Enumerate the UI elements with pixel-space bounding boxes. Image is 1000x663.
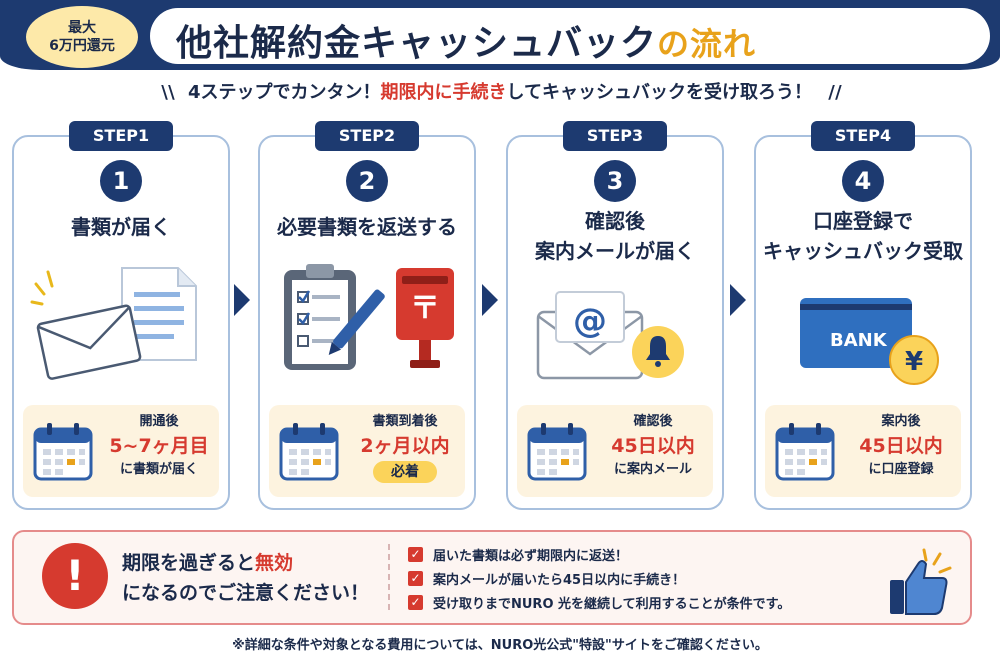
step4-info-main: 45日以内 — [859, 435, 943, 457]
step2-info-main: 2ヶ月以内 — [360, 435, 450, 457]
step1-number: 1 — [100, 160, 142, 202]
bank-card-yen-icon: BANK ¥ — [800, 298, 939, 385]
step4-number: 4 — [842, 160, 884, 202]
step3-tag: STEP3 — [563, 121, 667, 151]
bank-label: BANK — [830, 330, 888, 351]
step1-info-top: 開通後 — [139, 414, 179, 429]
step3-number: 3 — [594, 160, 636, 202]
checkbox-checked-icon: ✓ — [408, 594, 423, 610]
calendar-icon — [279, 423, 339, 481]
step4-info-text: 案内後 45日以内 に口座登録 — [845, 411, 957, 481]
step4-tag: STEP4 — [811, 121, 915, 151]
check-item: ✓ 届いた書類は必ず期限内に返送！ — [408, 542, 878, 566]
right-sparkle-icon: / / — [828, 82, 842, 103]
step2-info-top: 書類到着後 — [372, 414, 438, 429]
title-accent: の流れ — [657, 25, 757, 63]
calendar-icon — [775, 423, 835, 481]
step1-info-box: 開通後 5~7ヶ月目 に書類が届く — [23, 405, 219, 497]
badge-line1: 最大 — [68, 20, 96, 36]
step-arrow-icon — [730, 284, 746, 316]
calendar-icon — [33, 423, 93, 481]
check-item-text: 受け取りまでNURO 光を継続して利用することが条件です。 — [433, 596, 791, 612]
step4-info-box: 案内後 45日以内 に口座登録 — [765, 405, 961, 497]
subtitle-part1: 4ステップでカンタン！ — [188, 82, 381, 103]
step4-title-line2: キャッシュバック受取 — [763, 239, 963, 263]
warning-icon: ! — [42, 543, 108, 609]
step2-info-box: 書類到着後 2ヶ月以内 必着 — [269, 405, 465, 497]
step2-tag: STEP2 — [315, 121, 419, 151]
checkbox-checked-icon: ✓ — [408, 546, 423, 562]
step3-info-box: 確認後 45日以内 に案内メール — [517, 405, 713, 497]
step4-title-line1: 口座登録で — [813, 209, 913, 233]
calendar-icon — [527, 423, 587, 481]
step1-tag: STEP1 — [69, 121, 173, 151]
step3-title-line1: 確認後 — [585, 209, 645, 233]
warning-line2: になるのでご注意ください！ — [122, 582, 370, 604]
step4-info-top: 案内後 — [881, 414, 921, 429]
max-refund-badge: 最大 6万円還元 — [26, 6, 138, 68]
warning-text: 期限を過ぎると無効 になるのでご注意ください！ — [122, 548, 382, 608]
badge-line2: 6万円還元 — [49, 38, 115, 54]
step1-info-main: 5~7ヶ月目 — [109, 435, 209, 457]
step2-number: 2 — [346, 160, 388, 202]
svg-text:〒: 〒 — [410, 291, 440, 326]
step-arrow-icon — [482, 284, 498, 316]
subtitle-part2: してキャッシュバックを受け取ろう！ — [506, 82, 812, 103]
checkbox-checked-icon: ✓ — [408, 570, 423, 586]
svg-text:@: @ — [573, 301, 607, 341]
page-title: 他社解約金キャッシュバックの流れ — [176, 14, 756, 64]
check-list: ✓ 届いた書類は必ず期限内に返送！ ✓ 案内メールが届いたら45日以内に手続き！… — [408, 542, 878, 614]
step3-info-text: 確認後 45日以内 に案内メール — [597, 411, 709, 481]
subtitle-highlight: 期限内に手続き — [380, 82, 507, 103]
warning-box — [12, 530, 972, 625]
subtitle: \ \ 4ステップでカンタン！期限内に手続きしてキャッシュバックを受け取ろう！ … — [0, 78, 1000, 106]
step1-title: 書類が届く — [12, 212, 230, 242]
step1-info-bottom: に書類が届く — [119, 462, 198, 477]
step3-title-line2: 案内メールが届く — [535, 239, 695, 263]
step3-title: 確認後 案内メールが届く — [506, 206, 724, 266]
step4-title: 口座登録で キャッシュバック受取 — [754, 206, 972, 266]
envelope-document-icon — [30, 267, 197, 380]
step1-title-line1: 書類が届く — [71, 215, 171, 239]
step1-info-text: 開通後 5~7ヶ月目 に書類が届く — [103, 411, 215, 481]
must-arrive-badge: 必着 — [373, 461, 437, 483]
step-arrow-icon — [234, 284, 250, 316]
clipboard-mailbox-icon: 〒 — [284, 264, 454, 370]
step3-info-bottom: に案内メール — [613, 462, 692, 477]
step2-title-line1: 必要書類を返送する — [277, 215, 457, 239]
step4-info-bottom: に口座登録 — [868, 462, 934, 477]
footnote: ※詳細な条件や対象となる費用については、NURO光公式"特設"サイトをご確認くだ… — [232, 638, 768, 653]
title-main: 他社解約金キャッシュバック — [176, 23, 658, 64]
check-item: ✓ 受け取りまでNURO 光を継続して利用することが条件です。 — [408, 590, 878, 614]
warning-divider — [388, 544, 390, 610]
warning-line1-pre: 期限を過ぎると — [122, 552, 256, 574]
check-item-text: 案内メールが届いたら45日以内に手続き！ — [433, 572, 686, 588]
step3-info-main: 45日以内 — [611, 435, 695, 457]
check-item: ✓ 案内メールが届いたら45日以内に手続き！ — [408, 566, 878, 590]
left-sparkle-icon: \ \ — [161, 82, 175, 103]
header-title-panel — [150, 8, 990, 64]
step3-info-top: 確認後 — [633, 414, 673, 429]
step2-info-text: 書類到着後 2ヶ月以内 必着 — [349, 411, 461, 483]
thumbs-up-icon — [890, 548, 952, 615]
check-item-text: 届いた書類は必ず期限内に返送！ — [433, 548, 629, 564]
yen-label: ¥ — [905, 347, 923, 377]
email-bell-icon: @ — [536, 291, 684, 380]
warning-line1-red: 無効 — [255, 552, 294, 574]
step2-title: 必要書類を返送する — [258, 212, 476, 242]
